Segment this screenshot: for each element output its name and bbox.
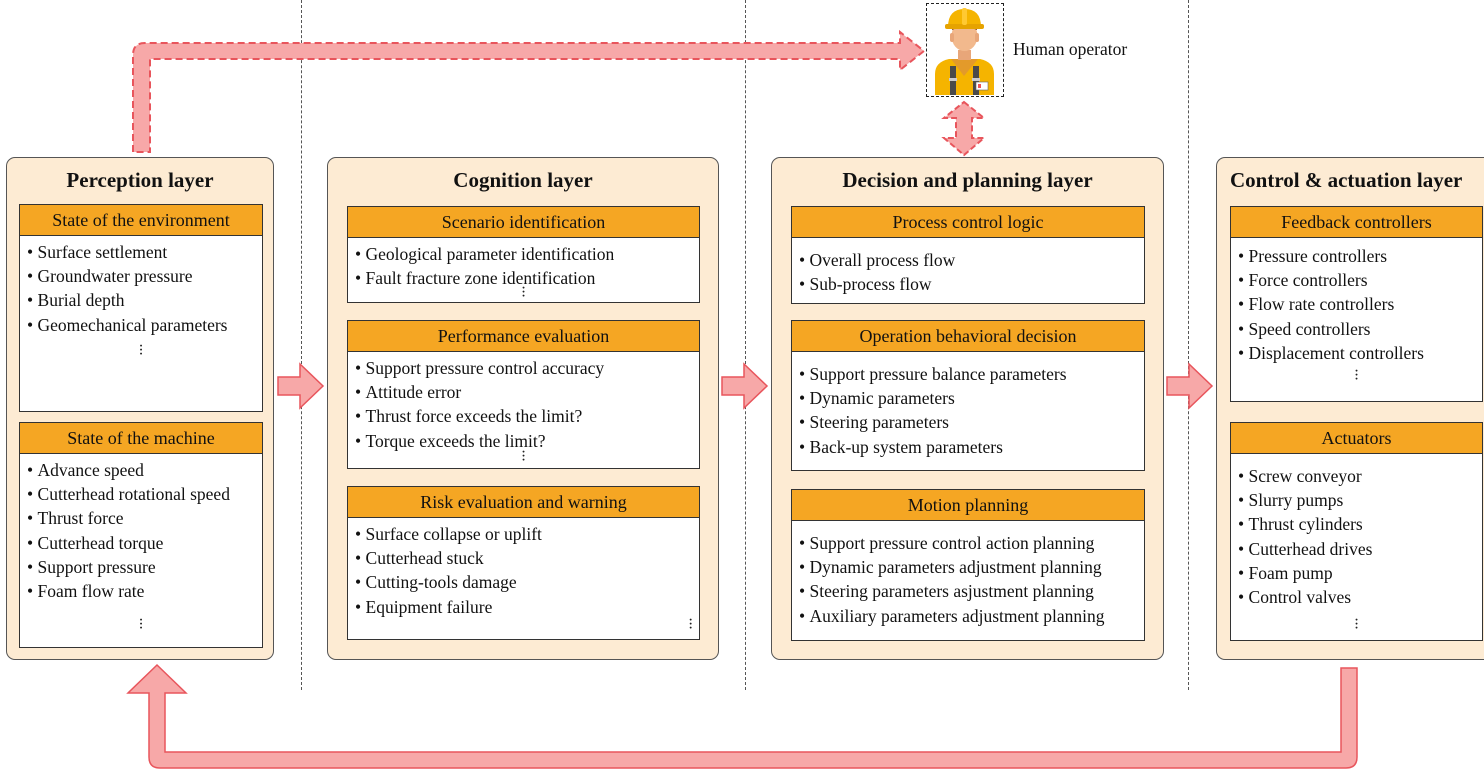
list-item: Steering parameters (799, 410, 1144, 434)
motion-planning-box: Motion planning Support pressure control… (791, 489, 1145, 641)
feedback-loop-arrow (126, 663, 1358, 769)
perception-to-operator-arrow (132, 29, 926, 153)
box-header: Actuators (1231, 423, 1482, 454)
list-item: Support pressure control accuracy (355, 356, 699, 380)
list-item: Screw conveyor (1238, 464, 1482, 488)
list-item: Thrust force (27, 506, 262, 530)
list-item: Flow rate controllers (1238, 292, 1482, 316)
list-item: Pressure controllers (1238, 244, 1482, 268)
ellipsis-icon: ··· (138, 612, 144, 637)
list-item: Foam flow rate (27, 579, 262, 603)
list-item: Groundwater pressure (27, 264, 262, 288)
feedback-controllers-box: Feedback controllers Pressure controller… (1230, 206, 1483, 402)
layer-title: Decision and planning layer (842, 168, 1093, 192)
box-header: Risk evaluation and warning (348, 487, 699, 518)
item-list: Support pressure control action planning… (792, 521, 1144, 628)
list-item: Cutting-tools damage (355, 570, 699, 594)
list-item: Dynamic parameters adjustment planning (799, 555, 1144, 579)
operator-decision-double-arrow (941, 100, 987, 157)
box-header: State of the machine (20, 423, 262, 454)
list-item: Burial depth (27, 288, 262, 312)
list-item: Displacement controllers (1238, 341, 1482, 365)
list-item: Auxiliary parameters adjustment planning (799, 604, 1144, 628)
cognition-layer: Cognition layer Scenario identification … (327, 157, 719, 660)
actuators-box: Actuators Screw conveyor Slurry pumps Th… (1230, 422, 1483, 641)
box-header: Performance evaluation (348, 321, 699, 352)
box-header: Scenario identification (348, 207, 699, 238)
item-list: Support pressure balance parameters Dyna… (792, 352, 1144, 459)
list-item: Steering parameters asjustment planning (799, 579, 1144, 603)
state-environment-box: State of the environment Surface settlem… (19, 204, 263, 412)
list-item: Sub-process flow (799, 272, 1144, 296)
list-item: Thrust force exceeds the limit? (355, 404, 699, 428)
state-machine-box: State of the machine Advance speed Cutte… (19, 422, 263, 648)
item-list: Screw conveyor Slurry pumps Thrust cylin… (1231, 454, 1482, 609)
layer-title: Cognition layer (453, 168, 593, 192)
process-control-logic-box: Process control logic Overall process fl… (791, 206, 1145, 304)
item-list: Geological parameter identification Faul… (348, 238, 699, 290)
box-header: Motion planning (792, 490, 1144, 521)
item-list: Advance speed Cutterhead rotational spee… (20, 454, 262, 603)
list-item: Geological parameter identification (355, 242, 699, 266)
box-header: Feedback controllers (1231, 207, 1482, 238)
item-list: Surface collapse or uplift Cutterhead st… (348, 518, 699, 619)
layer-title: Control & actuation layer (1230, 168, 1463, 192)
list-item: Attitude error (355, 380, 699, 404)
list-item: Surface collapse or uplift (355, 522, 699, 546)
control-actuation-layer: Control & actuation layer Feedback contr… (1216, 157, 1484, 660)
scenario-identification-box: Scenario identification Geological param… (347, 206, 700, 305)
ellipsis-icon: ··· (520, 280, 527, 305)
list-item: Dynamic parameters (799, 386, 1144, 410)
layer-title: Perception layer (66, 168, 214, 192)
list-item: Geomechanical parameters (27, 313, 262, 337)
item-list: Surface settlement Groundwater pressure … (20, 236, 262, 337)
operation-behavioral-decision-box: Operation behavioral decision Support pr… (791, 320, 1145, 471)
list-item: Cutterhead torque (27, 531, 262, 555)
perception-layer: Perception layer State of the environmen… (6, 157, 274, 660)
list-item: Support pressure balance parameters (799, 362, 1144, 386)
list-item: Speed controllers (1238, 317, 1482, 341)
decision-to-control-arrow (1166, 362, 1214, 410)
list-item: Advance speed (27, 458, 262, 482)
list-item: Back-up system parameters (799, 435, 1144, 459)
human-operator-label: Human operator (1013, 39, 1128, 59)
list-item: Force controllers (1238, 268, 1482, 292)
item-list: Overall process flow Sub-process flow (792, 238, 1144, 296)
list-item: Thrust cylinders (1238, 512, 1482, 536)
separator-line (1188, 0, 1189, 690)
ellipsis-icon: ··· (520, 444, 527, 469)
separator-line (301, 0, 302, 690)
box-header: Operation behavioral decision (792, 321, 1144, 352)
list-item: Torque exceeds the limit? (355, 429, 699, 453)
list-item: Cutterhead rotational speed (27, 482, 262, 506)
human-operator-box (926, 3, 1004, 97)
ellipsis-icon: ··· (138, 338, 144, 363)
list-item: Fault fracture zone identification (355, 266, 699, 290)
item-list: Pressure controllers Force controllers F… (1231, 238, 1482, 365)
list-item: Support pressure (27, 555, 262, 579)
list-item: Cutterhead stuck (355, 546, 699, 570)
list-item: Slurry pumps (1238, 488, 1482, 512)
list-item: Surface settlement (27, 240, 262, 264)
performance-evaluation-box: Performance evaluation Support pressure … (347, 320, 700, 469)
decision-planning-layer: Decision and planning layer Process cont… (771, 157, 1164, 660)
list-item: Foam pump (1238, 561, 1482, 585)
list-item: Cutterhead drives (1238, 537, 1482, 561)
human-operator-icon (935, 8, 994, 95)
list-item: Support pressure control action planning (799, 531, 1144, 555)
ellipsis-icon: ··· (1353, 363, 1360, 388)
box-header: State of the environment (20, 205, 262, 236)
risk-evaluation-box: Risk evaluation and warning Surface coll… (347, 486, 700, 640)
separator-line (745, 0, 746, 690)
list-item: Overall process flow (799, 248, 1144, 272)
list-item: Equipment failure (355, 595, 699, 619)
box-header: Process control logic (792, 207, 1144, 238)
ellipsis-icon: ··· (688, 612, 694, 637)
list-item: Control valves (1238, 585, 1482, 609)
item-list: Support pressure control accuracy Attitu… (348, 352, 699, 453)
ellipsis-icon: ··· (1353, 612, 1360, 637)
